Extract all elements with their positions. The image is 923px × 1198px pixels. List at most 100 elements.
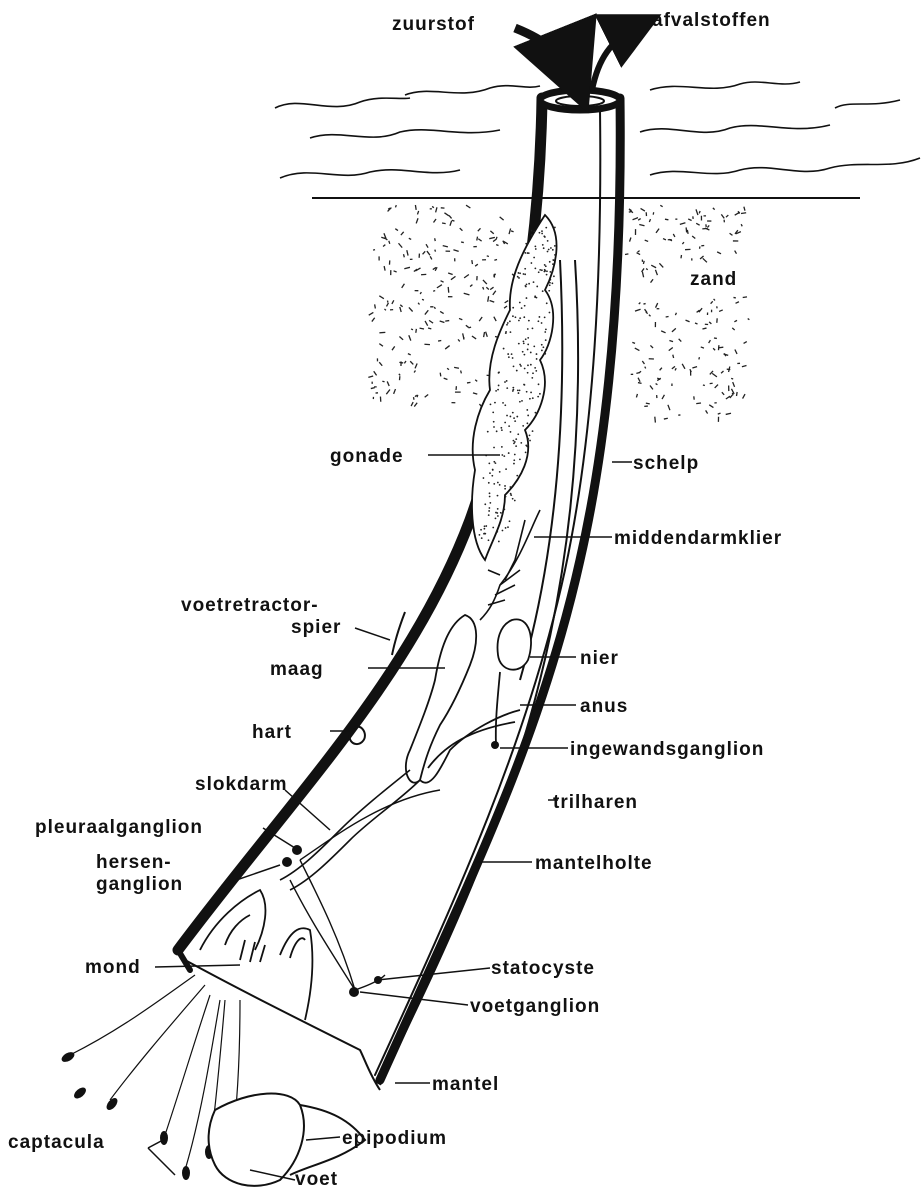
- gonad-stipple: [489, 502, 491, 504]
- sand-grain: [649, 219, 650, 222]
- sand-grain: [660, 205, 662, 206]
- gonad-stipple: [524, 384, 526, 386]
- sand-grain: [490, 287, 493, 289]
- gonad-stipple: [507, 353, 509, 355]
- gonad-stipple: [544, 353, 546, 355]
- sand-grain: [448, 273, 452, 275]
- sand-grain: [505, 301, 509, 303]
- gonad-stipple: [516, 370, 518, 372]
- sand-speckle: [368, 205, 749, 423]
- gonad-stipple: [497, 482, 499, 484]
- sand-grain: [662, 395, 664, 399]
- gonad-stipple: [526, 446, 528, 448]
- sand-grain: [418, 303, 419, 305]
- gonad-stipple: [523, 341, 525, 343]
- gonad-stipple: [545, 339, 547, 341]
- gonad-stipple: [493, 421, 495, 423]
- gonad-stipple: [512, 498, 514, 500]
- sand-grain: [432, 206, 434, 207]
- gonad-stipple: [527, 328, 529, 330]
- gonad-stipple: [515, 316, 517, 318]
- sand-grain: [702, 328, 706, 329]
- gonad-stipple: [542, 290, 544, 292]
- sand-grain: [669, 341, 673, 342]
- sand-grain: [633, 218, 638, 220]
- sand-grain: [493, 239, 496, 242]
- sand-grain: [504, 306, 507, 308]
- sand-grain: [736, 302, 739, 304]
- gonad-stipple: [531, 234, 533, 236]
- sand-grain: [416, 218, 418, 223]
- sand-grain: [489, 237, 495, 238]
- sand-grain: [650, 386, 653, 390]
- sand-grain: [463, 333, 464, 339]
- gonad-stipple: [515, 445, 517, 447]
- gonad-stipple: [549, 279, 551, 281]
- sand-grain: [434, 219, 437, 222]
- sand-grain: [383, 245, 385, 247]
- gonad-stipple: [504, 485, 506, 487]
- sand-grain: [748, 319, 750, 320]
- gonad-stipple: [541, 344, 543, 346]
- sand-grain: [461, 371, 462, 374]
- gonad-stipple: [504, 404, 506, 406]
- sand-grain: [490, 301, 495, 303]
- sand-grain: [426, 244, 428, 248]
- gonad-stipple: [519, 272, 521, 274]
- gonad-stipple: [495, 390, 497, 392]
- sand-grain: [411, 329, 413, 330]
- gonad-stipple: [519, 389, 521, 391]
- label-voetganglion: voetganglion: [470, 996, 600, 1017]
- gonad-stipple: [516, 475, 518, 477]
- gonad-stipple: [506, 380, 508, 382]
- gonad-stipple: [532, 430, 534, 432]
- gonad-stipple: [534, 267, 536, 269]
- label-captacula: captacula: [8, 1132, 105, 1153]
- gonad-stipple: [520, 442, 522, 444]
- gonad-stipple: [519, 401, 521, 403]
- gonad-stipple: [510, 416, 512, 418]
- gonad-stipple: [509, 320, 511, 322]
- sand-grain: [478, 239, 481, 241]
- gonad-stipple: [532, 372, 534, 374]
- sand-grain: [458, 339, 460, 341]
- gonad-stipple: [503, 508, 505, 510]
- sand-grain: [692, 236, 695, 238]
- sand-grain: [709, 322, 711, 324]
- sand-grain: [637, 253, 641, 255]
- gonad-stipple: [539, 393, 541, 395]
- gonad-stipple: [498, 385, 500, 387]
- sand-grain: [692, 367, 697, 368]
- sand-grain: [493, 291, 496, 295]
- sand-grain: [435, 238, 436, 241]
- gonad-stipple: [512, 357, 514, 359]
- gonad-stipple: [502, 530, 504, 532]
- gonad-stipple: [512, 315, 514, 317]
- sand-grain: [416, 329, 417, 333]
- gonad-stipple: [507, 526, 509, 528]
- gonad-stipple: [536, 358, 538, 360]
- gonad-stipple: [493, 426, 495, 428]
- sand-grain: [425, 310, 428, 314]
- gonad-stipple: [500, 427, 502, 429]
- sand-grain: [448, 287, 449, 293]
- label-pleuraalganglion: pleuraalganglion: [35, 817, 203, 838]
- sand-grain: [395, 229, 398, 231]
- sand-grain: [713, 348, 715, 350]
- sand-grain: [449, 215, 452, 218]
- gonad-stipple: [532, 327, 534, 329]
- sand-grain: [639, 302, 641, 304]
- sand-grain: [715, 385, 718, 388]
- gonad-stipple: [488, 507, 490, 509]
- gonad-stipple: [543, 247, 545, 249]
- sand-grain: [709, 340, 711, 343]
- sand-grain: [672, 328, 676, 331]
- sand-grain: [496, 245, 498, 246]
- gonad-stipple: [552, 259, 554, 261]
- gonad-stipple: [485, 525, 487, 527]
- sand-grain: [441, 281, 444, 283]
- gonad-stipple: [545, 227, 547, 229]
- gonad-stipple: [497, 389, 499, 391]
- gonad-stipple: [526, 391, 528, 393]
- gonad-stipple: [514, 500, 516, 502]
